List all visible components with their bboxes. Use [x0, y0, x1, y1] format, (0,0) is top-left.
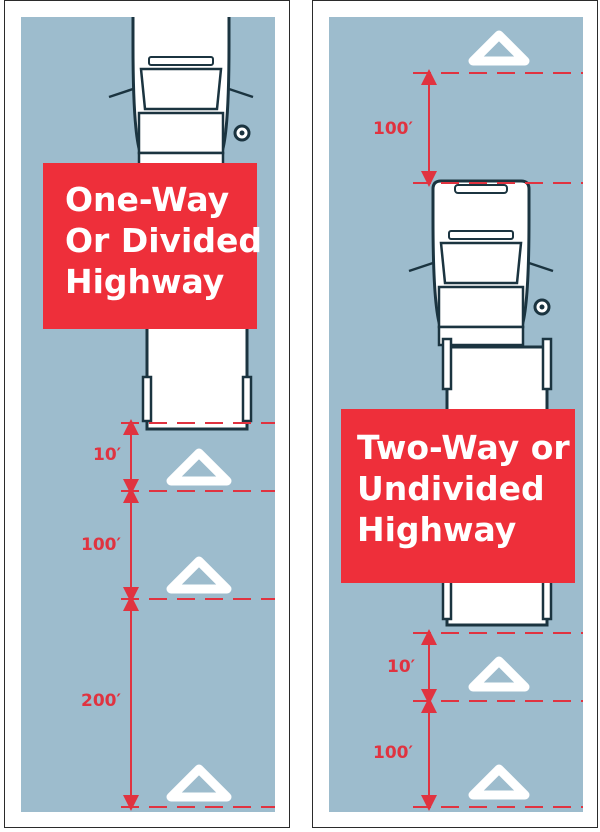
distance-label: 100′: [81, 535, 121, 555]
road-surface: Two-Way or Undivided Highway 100′ 10′ 10…: [329, 17, 583, 812]
road-surface: One-Way Or Divided Highway 10′ 100′ 200′: [21, 17, 275, 812]
warning-triangle-icon: [473, 769, 525, 795]
highway-type-label: Two-Way or Undivided Highway: [341, 409, 575, 583]
warning-triangle-icon: [473, 661, 525, 687]
panel-one-way: One-Way Or Divided Highway 10′ 100′ 200′: [4, 0, 290, 828]
warning-triangle-icon: [473, 35, 525, 61]
distance-label: 200′: [81, 691, 121, 711]
label-line: Two-Way or: [357, 427, 575, 468]
label-line: Undivided: [357, 468, 575, 509]
warning-triangle-icon: [171, 769, 227, 797]
label-line: Highway: [65, 261, 257, 302]
warning-triangle-icon: [171, 453, 227, 481]
panel-graphic: [21, 17, 275, 812]
distance-label: 100′: [373, 119, 413, 139]
label-line: Or Divided: [65, 220, 257, 261]
highway-type-label: One-Way Or Divided Highway: [43, 163, 257, 329]
distance-label: 10′: [93, 445, 121, 465]
distance-label: 100′: [373, 743, 413, 763]
panel-two-way: Two-Way or Undivided Highway 100′ 10′ 10…: [312, 0, 598, 828]
distance-label: 10′: [387, 657, 415, 677]
warning-triangle-icon: [171, 561, 227, 589]
label-line: Highway: [357, 509, 575, 550]
label-line: One-Way: [65, 179, 257, 220]
